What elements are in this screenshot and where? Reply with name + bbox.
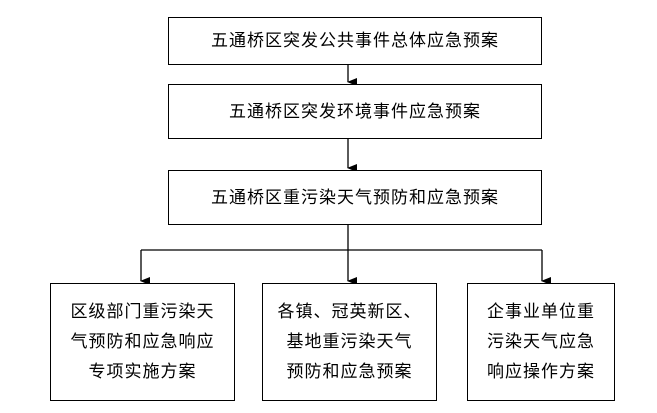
node-overall-emergency-plan: 五通桥区突发公共事件总体应急预案 [168,17,542,65]
node-towns-line-3: 预防和应急预案 [286,362,413,382]
node-top-line-1: 五通桥区突发公共事件总体应急预案 [211,31,499,51]
node-environmental-emergency-plan: 五通桥区突发环境事件应急预案 [168,84,542,139]
node-enterprise-line-2: 污染天气应急 [487,332,595,352]
node-towns-emergency-plan: 各镇、冠英新区、 基地重污染天气 预防和应急预案 [262,283,437,401]
node-heavy-pollution-plan: 五通桥区重污染天气预防和应急预案 [168,170,542,225]
node-towns-line-1: 各镇、冠英新区、 [277,302,422,322]
node-towns-line-2: 基地重污染天气 [286,332,413,352]
node-dept-line-3: 专项实施方案 [88,362,197,382]
node-pollution-line-1: 五通桥区重污染天气预防和应急预案 [211,187,499,208]
node-enterprise-line-3: 响应操作方案 [487,362,595,382]
node-department-implementation-plan: 区级部门重污染天 气预防和应急响应 专项实施方案 [50,283,235,401]
node-dept-line-2: 气预防和应急响应 [70,332,215,352]
node-dept-line-1: 区级部门重污染天 [70,302,215,322]
node-env-line-1: 五通桥区突发环境事件应急预案 [229,101,481,122]
node-enterprise-line-1: 企事业单位重 [487,302,595,322]
node-enterprise-operation-plan: 企事业单位重 污染天气应急 响应操作方案 [467,283,615,401]
